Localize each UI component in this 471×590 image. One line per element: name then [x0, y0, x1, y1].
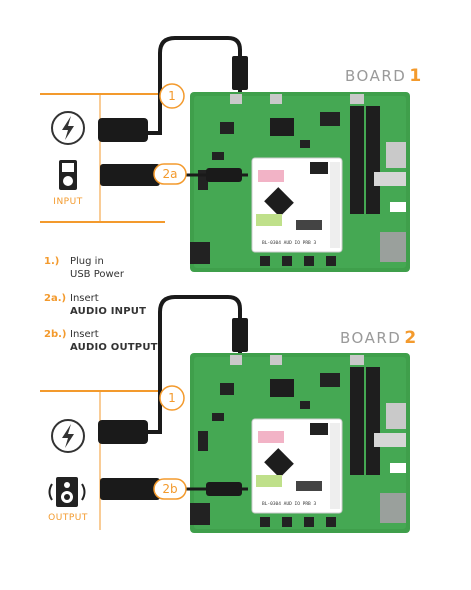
callout-label-1b: 1: [168, 391, 176, 405]
ipod-icon: [59, 160, 77, 190]
board-2-image: [189, 352, 411, 534]
callout-label-1a: 1: [168, 89, 176, 103]
callout-1-board2: [159, 385, 185, 411]
input-label: INPUT: [53, 197, 83, 207]
audio-plug-icon: [100, 164, 160, 186]
callout-2a: [153, 163, 187, 185]
callout-1-board1: [159, 83, 185, 109]
usb-cable-2: [102, 295, 242, 434]
output-label: OUTPUT: [48, 513, 88, 523]
callout-2b: [153, 478, 187, 500]
callout-label-2a: 2a: [162, 167, 178, 181]
callout-label-2b: 2b: [162, 482, 178, 496]
usb-plug-icon: [232, 56, 248, 90]
usb-cable-1: [102, 36, 242, 135]
speaker-icon: [48, 477, 86, 507]
